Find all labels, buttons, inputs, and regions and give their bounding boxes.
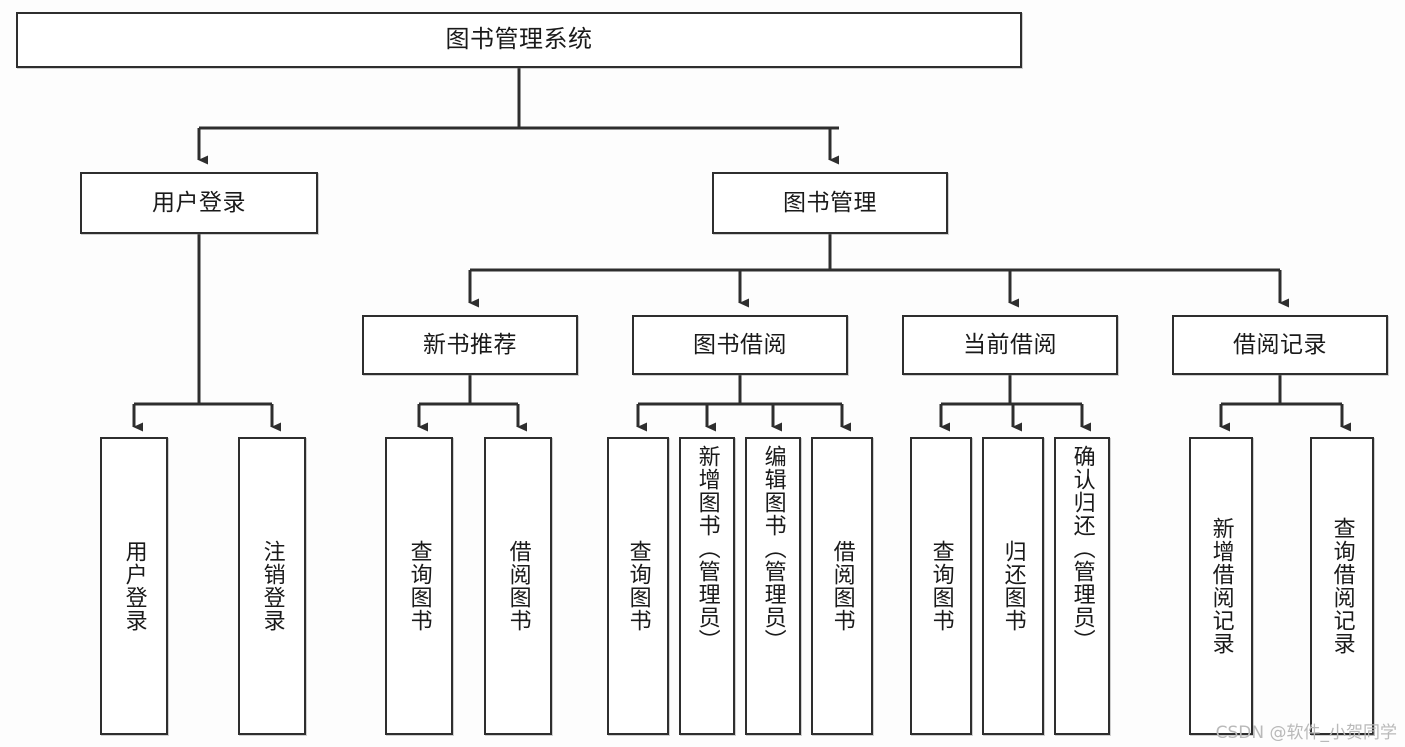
node-new-book-rec[interactable]: 新书推荐 [362, 315, 578, 375]
node-leaf-add-book-admin-label: 新增图书（管理员） [694, 445, 720, 652]
node-leaf-user-login[interactable]: 用户登录 [100, 437, 168, 735]
node-borrow-record-label: 借阅记录 [1233, 331, 1327, 358]
node-leaf-add-book-admin[interactable]: 新增图书（管理员） [679, 437, 735, 735]
node-current-borrow-label: 当前借阅 [963, 331, 1057, 358]
node-leaf-borrow-book-1[interactable]: 借阅图书 [484, 437, 552, 735]
node-book-borrow-label: 图书借阅 [693, 331, 787, 358]
node-leaf-query-book-3-label: 查询图书 [928, 540, 954, 632]
node-user-login-label: 用户登录 [152, 189, 246, 216]
node-leaf-borrow-book-2[interactable]: 借阅图书 [811, 437, 873, 735]
node-leaf-return-book-label: 归还图书 [1000, 540, 1026, 632]
node-user-login[interactable]: 用户登录 [80, 172, 318, 234]
node-leaf-logout-login[interactable]: 注销登录 [238, 437, 306, 735]
node-leaf-add-borrow-record-label: 新增借阅记录 [1208, 517, 1234, 655]
node-book-manage[interactable]: 图书管理 [712, 172, 948, 234]
node-book-borrow[interactable]: 图书借阅 [632, 315, 848, 375]
node-leaf-edit-book-admin-label: 编辑图书（管理员） [760, 445, 786, 652]
node-leaf-query-borrow-record[interactable]: 查询借阅记录 [1310, 437, 1374, 735]
node-leaf-query-book-2-label: 查询图书 [625, 540, 651, 632]
node-leaf-borrow-book-1-label: 借阅图书 [505, 540, 531, 632]
node-leaf-query-book-1-label: 查询图书 [406, 540, 432, 632]
node-leaf-edit-book-admin[interactable]: 编辑图书（管理员） [745, 437, 801, 735]
node-current-borrow[interactable]: 当前借阅 [902, 315, 1118, 375]
node-book-manage-label: 图书管理 [783, 189, 877, 216]
node-root[interactable]: 图书管理系统 [16, 12, 1022, 68]
node-leaf-query-borrow-record-label: 查询借阅记录 [1329, 517, 1355, 655]
node-leaf-return-book[interactable]: 归还图书 [982, 437, 1044, 735]
node-leaf-query-book-1[interactable]: 查询图书 [385, 437, 453, 735]
node-leaf-query-book-2[interactable]: 查询图书 [607, 437, 669, 735]
csdn-watermark: CSDN @软件_小贺同学 [1215, 723, 1397, 743]
node-leaf-borrow-book-2-label: 借阅图书 [829, 540, 855, 632]
node-leaf-logout-login-label: 注销登录 [259, 540, 285, 632]
node-borrow-record[interactable]: 借阅记录 [1172, 315, 1388, 375]
node-leaf-confirm-return-admin-label: 确认归还（管理员） [1069, 445, 1095, 652]
node-leaf-add-borrow-record[interactable]: 新增借阅记录 [1189, 437, 1253, 735]
node-leaf-confirm-return-admin[interactable]: 确认归还（管理员） [1054, 437, 1110, 735]
node-leaf-user-login-label: 用户登录 [121, 540, 147, 632]
node-root-label: 图书管理系统 [445, 25, 593, 54]
node-new-book-rec-label: 新书推荐 [423, 331, 517, 358]
node-leaf-query-book-3[interactable]: 查询图书 [910, 437, 972, 735]
